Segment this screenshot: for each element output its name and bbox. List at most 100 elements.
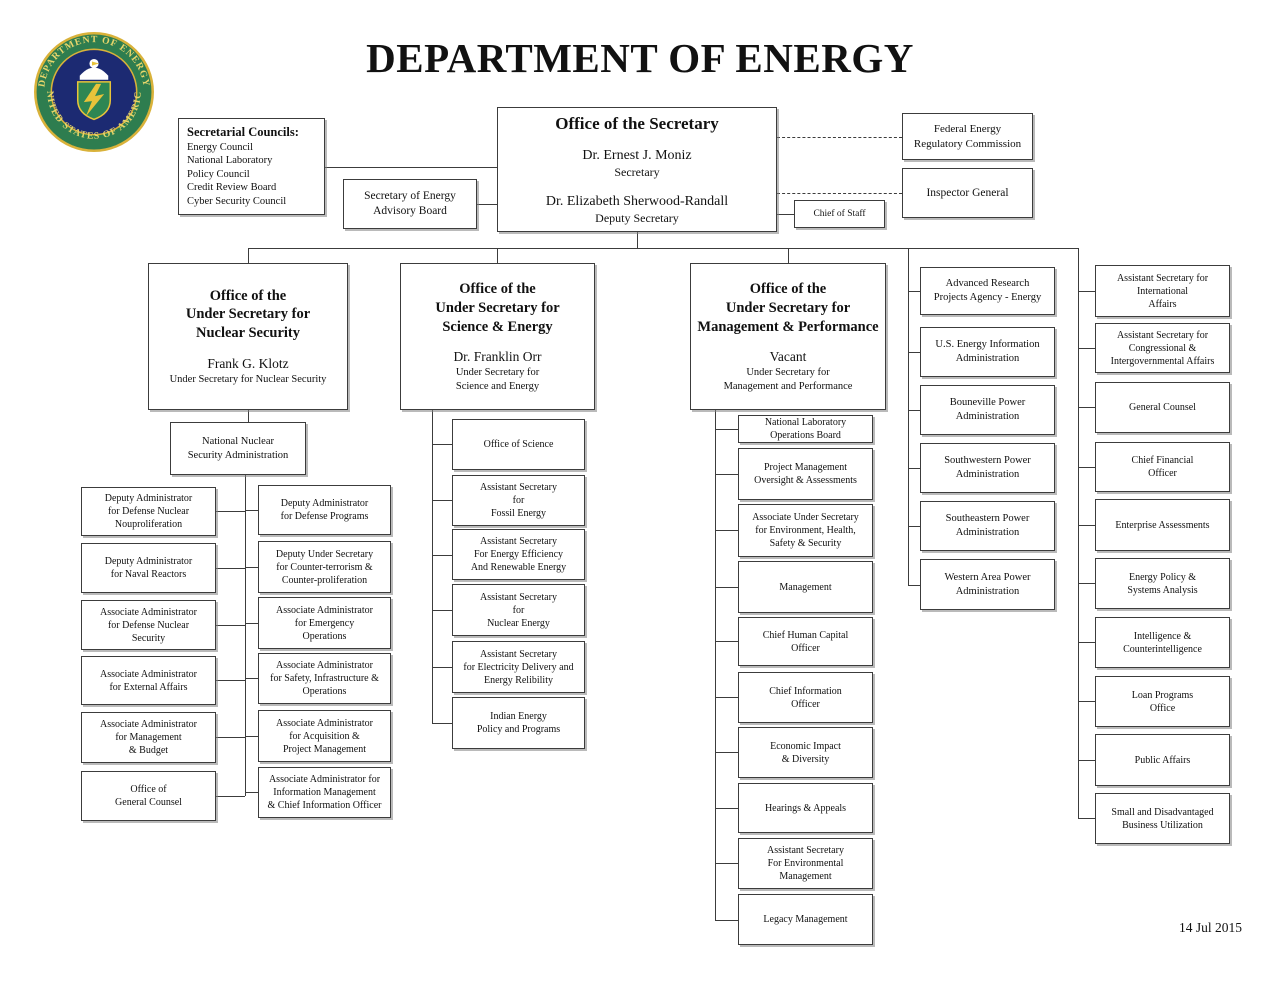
org-box-label: Associate Administrator (276, 604, 373, 616)
org-box-label: Loan Programs (1131, 689, 1194, 701)
connector-line (248, 248, 249, 263)
connector-line (245, 623, 258, 624)
org-box-label: Security Administration (187, 449, 289, 461)
seal-eagle-icon (79, 67, 109, 80)
org-box-label: Bouneville Power (949, 397, 1026, 409)
connector-line (1078, 525, 1095, 526)
org-box-label: Economic Impact (770, 740, 841, 752)
org-box-label: Southwestern Power (944, 455, 1031, 467)
org-box-label: Chief Financial (1131, 455, 1194, 466)
org-box-label: Associate Administrator (100, 719, 197, 730)
date-stamp: 14 Jul 2015 (1178, 920, 1242, 935)
org-box-label: Security (131, 632, 166, 644)
org-box-label: for Management (115, 732, 182, 743)
org-box-label: & Chief Information Officer (267, 800, 382, 811)
connector-line (1078, 291, 1095, 292)
org-box-label: Energy Relibility (484, 674, 553, 686)
connector-line (216, 737, 245, 738)
org-box-label: Dr. Franklin Orr (453, 349, 542, 365)
connector-line (715, 808, 738, 809)
connector-line (715, 863, 738, 864)
org-box-label: Administration (955, 353, 1020, 364)
connector-line (245, 475, 246, 796)
org-box-label: Small and Disadvantaged (1111, 806, 1214, 818)
org-box-label: Energy Policy & (1128, 571, 1197, 583)
connector-line (1078, 467, 1095, 468)
org-box-label: National Nuclear (201, 435, 274, 447)
connector-line (908, 526, 920, 527)
org-box-chief-of-staff: Chief of Staff (794, 200, 885, 228)
org-box-label: Inspector General (926, 186, 1009, 199)
org-box-label: International (1136, 285, 1189, 297)
org-box-label: Deputy Secretary (595, 210, 679, 225)
org-box-office-of-science: Office of Science (452, 419, 585, 470)
org-box-label: Project Management (763, 462, 848, 473)
org-box-label: Fossil Energy (490, 508, 547, 519)
org-box-label: Indian Energy (490, 711, 547, 722)
org-box-label: Secretary of Energy (364, 190, 456, 203)
org-box-label: Energy Council (187, 141, 254, 153)
org-box-label: U.S. Energy Information (935, 339, 1040, 351)
org-box-label: Secretarial Councils: (187, 125, 299, 140)
org-box-label: Associate Administrator for (268, 774, 381, 785)
org-box-label: Nouproliferation (114, 519, 183, 530)
org-box-label: Hearings & Appeals (764, 802, 847, 814)
connector-line (1078, 818, 1095, 819)
org-box-label: Information Management (273, 787, 376, 798)
org-box-label: Management (779, 871, 832, 882)
connector-line (432, 500, 452, 501)
connector-line (908, 585, 920, 586)
connector-line (216, 680, 245, 681)
connector-line (715, 641, 738, 642)
org-box-label: Under Secretary for (746, 366, 830, 378)
org-box-label: Dr. Elizabeth Sherwood-Randall (545, 193, 729, 209)
connector-line (908, 352, 920, 353)
org-box-label: Assistant Secretary for (1116, 329, 1209, 341)
dashed-connector-line (777, 193, 902, 194)
org-box-label: Credit Review Board (187, 182, 277, 194)
org-box-label: Assistant Secretary (480, 591, 557, 603)
connector-line (715, 752, 738, 753)
org-box-intelligence-counterintelligence: Intelligence &Counterintelligence (1095, 617, 1230, 668)
org-box-label: Congressional & (1128, 342, 1197, 354)
connector-line (715, 429, 738, 430)
org-box-label: Deputy Administrator (104, 493, 193, 504)
org-box-label: Frank G. Klotz (207, 356, 289, 372)
connector-line (497, 248, 498, 263)
org-box-enterprise-assessments: Enterprise Assessments (1095, 499, 1230, 551)
org-box-label: Operations Board (770, 430, 841, 441)
org-box-label: & Diversity (781, 753, 830, 765)
doe-seal-logo: DEPARTMENT OF ENERGY UNITED STATES OF AM… (33, 31, 154, 152)
org-box-hearings-appeals: Hearings & Appeals (738, 783, 873, 833)
connector-line (216, 568, 245, 569)
connector-line (715, 474, 738, 475)
org-box-label: Legacy Management (763, 914, 848, 925)
connector-line (432, 610, 452, 611)
org-box-label: Oversight & Assessments (754, 475, 857, 486)
org-box-management: Management (738, 561, 873, 613)
org-box-label: Administration (955, 527, 1020, 538)
org-box-label: Office of Science (483, 439, 554, 450)
org-box-label: Counter-proliferation (281, 574, 368, 586)
org-box-label: Affairs (1148, 298, 1177, 310)
org-box-label: And Renewable Energy (470, 562, 567, 573)
org-box-label: Under Secretary for (455, 366, 540, 378)
org-box-label: Counterintelligence (1123, 643, 1202, 655)
